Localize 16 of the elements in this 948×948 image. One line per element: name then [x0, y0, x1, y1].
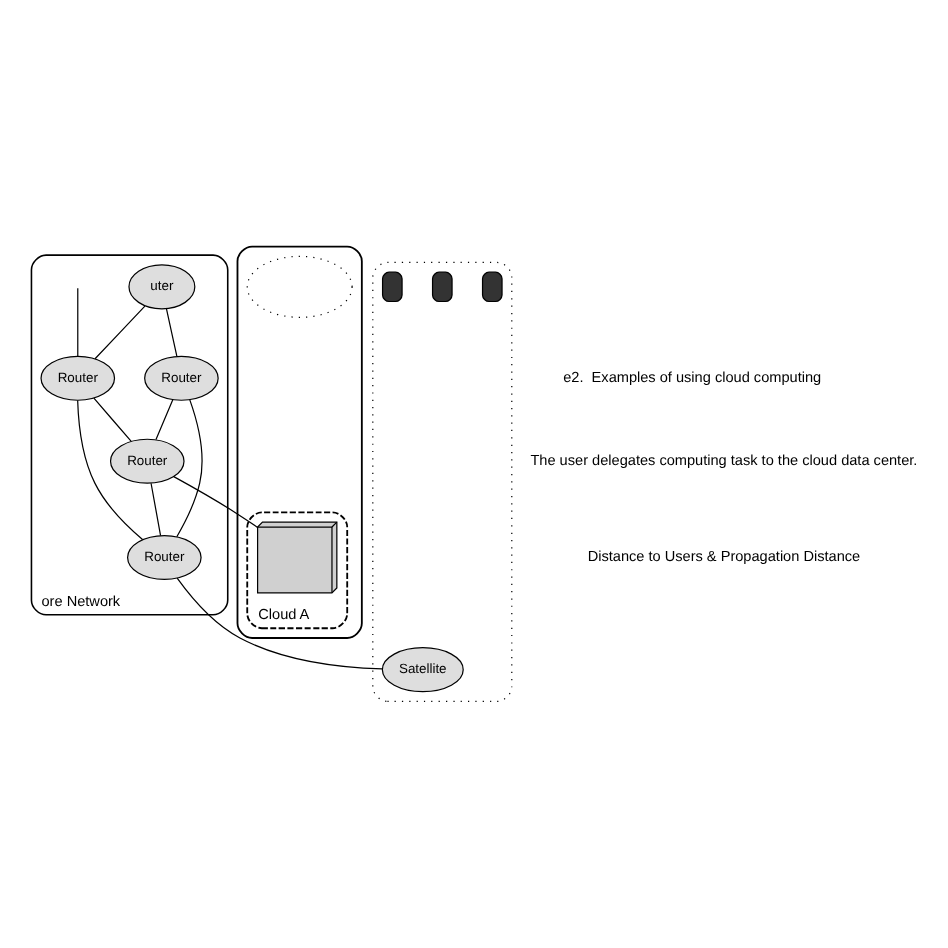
node-phone	[381, 271, 403, 303]
connector	[173, 476, 259, 528]
node-phone	[431, 271, 453, 303]
cluster	[236, 245, 363, 639]
connector	[77, 399, 144, 541]
connector	[150, 482, 162, 537]
connector	[155, 399, 174, 440]
connector	[77, 287, 79, 357]
connector	[165, 308, 178, 357]
connector	[94, 305, 146, 360]
cluster	[372, 261, 513, 702]
connector	[176, 399, 203, 538]
node-phone	[481, 271, 503, 303]
connector	[176, 577, 383, 670]
connector	[93, 397, 132, 443]
node-ellipse	[246, 255, 353, 318]
